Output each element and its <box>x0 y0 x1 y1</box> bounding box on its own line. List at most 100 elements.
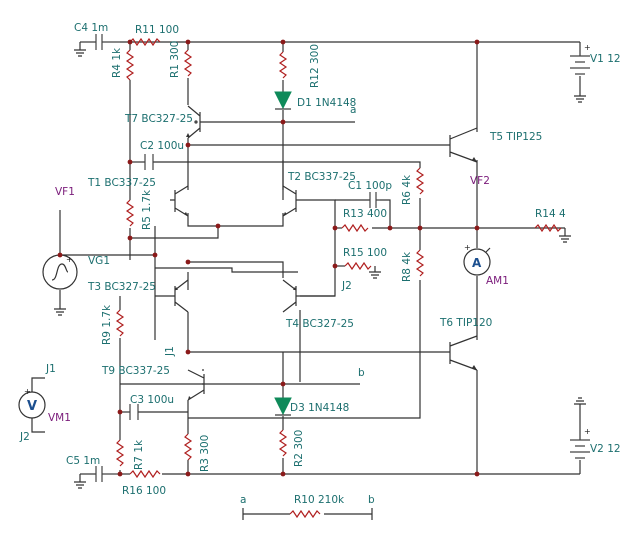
resistor-r6 <box>415 167 425 195</box>
label-r14: R14 4 <box>535 208 566 220</box>
label-am1: AM1 <box>486 275 509 287</box>
ground-r15 <box>369 266 381 279</box>
grounds <box>54 42 586 489</box>
resistor-r7 <box>115 439 125 467</box>
label-r7: R7 1k <box>133 439 145 470</box>
diodes <box>274 91 292 416</box>
resistor-r14 <box>534 223 562 233</box>
label-a-bottom: a <box>240 494 246 506</box>
battery-v1 <box>570 55 590 75</box>
label-r4: R4 1k <box>111 47 123 78</box>
transistor-t9 <box>185 369 205 401</box>
ammeter-symbol: A <box>472 256 482 270</box>
junction-dots <box>57 39 480 477</box>
label-t2: T2 BC337-25 <box>287 171 356 183</box>
resistor-r11 <box>129 37 161 47</box>
resistor-r9 <box>115 309 125 337</box>
resistor-r3 <box>183 433 193 461</box>
label-r6: R6 4k <box>401 174 413 205</box>
wires <box>59 41 581 520</box>
label-r1: R1 300 <box>169 41 181 78</box>
label-r3: R3 300 <box>199 435 211 472</box>
label-c3: C3 100u <box>130 394 174 406</box>
resistor-r1 <box>183 49 193 77</box>
resistor-r15 <box>344 261 372 271</box>
label-r8: R8 4k <box>401 251 413 282</box>
plus-sign-v2: + <box>584 427 591 436</box>
resistors <box>115 37 562 519</box>
diode-d1 <box>274 91 292 110</box>
label-r15: R15 100 <box>343 247 387 259</box>
label-r10: R10 210k <box>294 494 345 506</box>
label-j2-mid: J2 <box>341 280 352 292</box>
transistor-t4 <box>282 279 300 313</box>
label-r13: R13 400 <box>343 208 387 220</box>
label-b-mid: b <box>358 367 365 379</box>
capacitors <box>95 34 380 482</box>
resistor-r5 <box>125 199 135 227</box>
capacitor-c4 <box>95 34 120 50</box>
ammeter-am1 <box>463 247 491 276</box>
label-c1: C1 100p <box>348 180 392 192</box>
plus-sign-vg1: + <box>66 255 73 264</box>
label-t3: T3 BC327-25 <box>87 281 156 293</box>
label-r11: R11 100 <box>135 24 179 36</box>
resistor-r2 <box>278 429 288 457</box>
label-t6: T6 TIP120 <box>439 317 492 329</box>
transistor-t2 <box>282 185 300 217</box>
transistor-t7 <box>186 105 201 139</box>
label-r2: R2 300 <box>293 430 305 467</box>
voltmeter-vm1 <box>18 377 46 433</box>
label-d1: D1 1N4148 <box>297 97 356 109</box>
label-t1: T1 BC337-25 <box>87 177 156 189</box>
label-t5: T5 TIP125 <box>489 131 542 143</box>
ground-vg1 <box>54 305 66 316</box>
plus-sign-v1: + <box>584 43 591 52</box>
resistor-r16 <box>129 469 161 479</box>
label-t7: T7 BC327-25 <box>124 113 193 125</box>
ground-c5 <box>74 474 86 489</box>
ground-v2 <box>574 397 586 420</box>
transistor-t1 <box>170 185 189 217</box>
label-vf2: VF2 <box>470 175 490 187</box>
resistor-r13 <box>341 223 369 233</box>
plus-sign-vm1: + <box>24 387 31 396</box>
label-j2: J2 <box>19 431 30 443</box>
label-r9: R9 1.7k <box>101 304 113 345</box>
label-c2: C2 100u <box>140 140 184 152</box>
label-c4: C4 1m <box>74 22 108 34</box>
resistor-r8 <box>415 249 425 277</box>
capacitor-c2 <box>144 154 154 170</box>
battery-v2 <box>570 439 590 459</box>
voltmeter-symbol: V <box>27 399 37 414</box>
label-d3: D3 1N4148 <box>290 402 349 414</box>
label-t9: T9 BC337-25 <box>101 365 170 377</box>
label-vf1: VF1 <box>55 186 75 198</box>
resistor-r4 <box>125 49 135 81</box>
capacitor-c1 <box>369 192 380 208</box>
label-vg1: VG1 <box>88 255 110 267</box>
label-c5: C5 1m <box>66 455 100 467</box>
transistors <box>155 105 478 401</box>
capacitor-c3 <box>129 404 139 420</box>
transistor-t6 <box>445 335 478 371</box>
label-t4: T4 BC327-25 <box>285 318 354 330</box>
plus-sign-am1: + <box>464 243 471 252</box>
label-b-bottom: b <box>368 494 375 506</box>
label-r12: R12 300 <box>309 44 321 88</box>
capacitor-c5 <box>95 466 120 482</box>
label-j1-mid: J1 <box>164 346 176 357</box>
transistor-t5 <box>445 127 478 163</box>
label-v1: V1 12 <box>590 53 621 65</box>
label-v2: V2 12 <box>590 443 621 455</box>
label-r16: R16 100 <box>122 485 166 497</box>
diode-d3 <box>274 397 292 416</box>
ground-c4 <box>74 42 86 57</box>
resistor-r12 <box>278 51 288 79</box>
labels: C4 1m R11 100 R4 1k R1 300 R12 300 D1 1N… <box>19 22 621 506</box>
ground-v1 <box>574 92 586 103</box>
label-a-top: a <box>350 104 356 116</box>
label-r5: R5 1.7k <box>141 189 153 230</box>
transistor-t3 <box>155 279 189 313</box>
